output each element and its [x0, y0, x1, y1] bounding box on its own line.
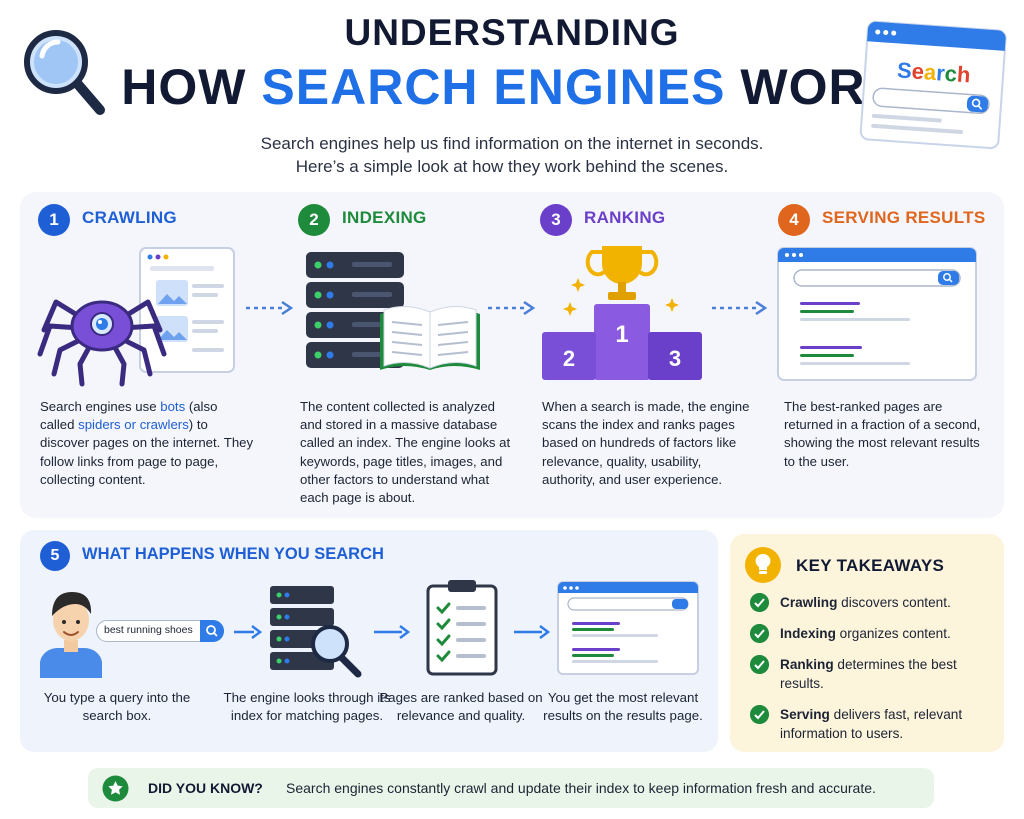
checklist-icon: [426, 580, 498, 676]
step-title: INDEXING: [342, 208, 427, 227]
book-icon: [380, 306, 480, 370]
star-icon: [102, 775, 129, 802]
trophy-icon: [585, 246, 659, 300]
podium-first: 1: [615, 321, 628, 348]
step-crawling: 1 CRAWLING Search engines use bots: [20, 192, 253, 518]
link-spiders-or-crawlers[interactable]: spiders or crawlers: [78, 417, 189, 433]
arrow-right-icon: [514, 625, 551, 639]
search-query-text: best running shoes: [104, 624, 193, 636]
step-number: 3: [540, 204, 572, 236]
step-indexing: 2 INDEXING: [280, 192, 510, 518]
link-bots[interactable]: bots: [160, 399, 186, 414]
title-word-how: HOW: [121, 59, 247, 115]
user-avatar-icon: [40, 592, 102, 678]
magnifier-icon: [24, 30, 105, 115]
flow-step-number: 5: [40, 541, 70, 571]
step-description: The best-ranked pages are returned in a …: [784, 399, 981, 469]
subtitle-line2: Here’s a simple look at how they work be…: [295, 157, 729, 176]
step-serving-results: 4 SERVING RESULTS The best-ranked pages …: [760, 192, 1000, 518]
arrow-right-icon: [246, 300, 294, 316]
check-icon: [750, 655, 769, 674]
search-button[interactable]: [200, 620, 224, 642]
arrow-right-icon: [488, 300, 536, 316]
subtitle: Search engines help us find information …: [150, 132, 874, 178]
subtitle-line1: Search engines help us find information …: [260, 134, 764, 153]
step-title: RANKING: [584, 208, 666, 227]
did-you-know-text: Search engines constantly crawl and upda…: [286, 780, 876, 796]
page-title-line1: UNDERSTANDING: [344, 12, 680, 53]
flow-caption-4: You get the most relevant results on the…: [543, 690, 703, 723]
step-number: 2: [298, 204, 330, 236]
step-description: The content collected is analyzed and st…: [300, 399, 511, 506]
search-widget-logo: Search: [896, 57, 971, 87]
arrow-right-icon: [234, 625, 262, 639]
title-highlight: SEARCH ENGINES: [261, 59, 726, 115]
arrow-right-icon: [374, 625, 411, 639]
check-icon: [750, 624, 769, 643]
step-ranking: 3 RANKING 1 2 3 When a search is made, t…: [522, 192, 752, 518]
check-icon: [750, 593, 769, 612]
search-icon: [206, 625, 218, 637]
podium-third: 3: [669, 346, 681, 371]
search-query-box[interactable]: best running shoes: [96, 620, 224, 642]
step-description: Search engines use bots (also called spi…: [40, 399, 254, 487]
did-you-know-banner: [88, 768, 934, 808]
step-description: When a search is made, the engine scans …: [542, 399, 750, 487]
server-search-icon: [270, 586, 362, 678]
podium-second: 2: [563, 346, 575, 371]
page-title-line2: HOW SEARCH ENGINES WORK: [0, 58, 1024, 116]
flow-title: WHAT HAPPENS WHEN YOU SEARCH: [82, 545, 384, 563]
lightbulb-icon: [745, 547, 781, 583]
did-you-know-label: DID YOU KNOW?: [148, 780, 263, 796]
server-icon: [306, 252, 480, 370]
results-page-icon: [777, 247, 977, 381]
spider-bot-icon: [37, 247, 235, 387]
check-icon: [750, 705, 769, 724]
step-number: 4: [778, 204, 810, 236]
search-window-icon: Search: [859, 20, 1007, 150]
step-title: SERVING RESULTS: [822, 208, 986, 227]
arrow-right-icon: [712, 300, 768, 316]
podium-icon: 1 2 3: [542, 246, 702, 380]
flow-caption-2: The engine looks through its index for m…: [223, 690, 391, 723]
flow-caption-1: You type a query into the search box.: [43, 690, 191, 723]
key-takeaways-title: KEY TAKEAWAYS: [796, 556, 945, 575]
step-title: CRAWLING: [82, 208, 177, 227]
flow-caption-3: Pages are ranked based on relevance and …: [379, 690, 543, 723]
results-window-icon: [557, 581, 699, 675]
step-number: 1: [38, 204, 70, 236]
